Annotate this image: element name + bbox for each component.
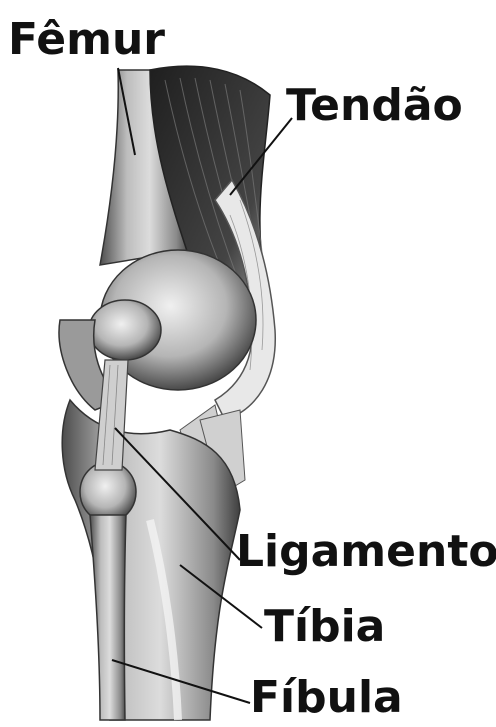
fibula-bone	[90, 515, 126, 720]
label-femur: Fêmur	[8, 18, 165, 62]
label-fibula: Fíbula	[250, 676, 403, 720]
label-tibia: Tíbia	[264, 605, 385, 649]
label-tendao: Tendão	[286, 84, 463, 128]
label-ligamento: Ligamento	[236, 530, 496, 574]
fibula-head	[80, 462, 136, 522]
